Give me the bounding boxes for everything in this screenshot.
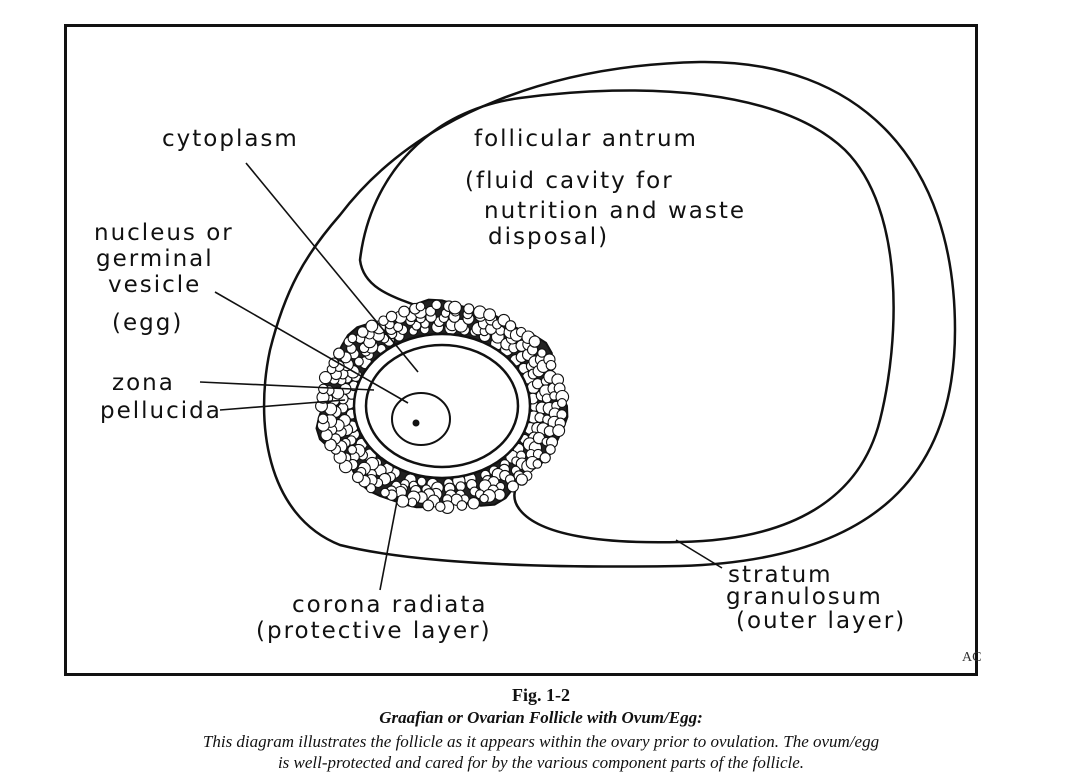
label-antrum-2: (fluid cavity for (465, 168, 674, 194)
corona-cell (422, 499, 435, 512)
corona-cell (393, 321, 404, 333)
figure-title: Graafian or Ovarian Follicle with Ovum/E… (379, 708, 703, 727)
stratum-leader (675, 539, 723, 569)
zona-leader-2 (219, 399, 346, 411)
figure-frame (64, 24, 978, 676)
corona-cell (515, 473, 528, 486)
label-stratum-2: granulosum (726, 584, 883, 610)
corona-cell (552, 424, 566, 438)
label-nucleus-1: nucleus or (94, 220, 234, 246)
corona-cell (333, 347, 345, 360)
corona-cell (347, 333, 358, 344)
corona-cell (317, 413, 329, 425)
cytoplasm-leader (245, 162, 419, 373)
corona-cell (463, 303, 475, 315)
corona-cell (347, 444, 358, 455)
label-zona-1: zona (112, 370, 175, 396)
corona-cell (479, 493, 489, 504)
label-stratum-3: (outer layer) (736, 608, 906, 634)
label-corona-2: (protective layer) (256, 618, 492, 644)
corona-cell (435, 501, 446, 512)
figure-number: Fig. 1-2 (512, 685, 570, 705)
corona-cell (407, 497, 418, 508)
corona-cell (351, 471, 364, 484)
corona-cell (506, 480, 519, 493)
figure-description: This diagram illustrates the follicle as… (0, 731, 1082, 773)
label-corona-1: corona radiata (292, 592, 487, 618)
corona-cell (318, 371, 333, 385)
corona-cell (539, 452, 551, 464)
corona-cell (557, 398, 567, 408)
label-nucleus-2: germinal (96, 246, 214, 272)
corona-cell (398, 305, 411, 318)
follicle-diagram: cytoplasm follicular antrum (fluid cavit… (94, 60, 957, 644)
corona-cell (467, 497, 480, 510)
nucleolus (412, 419, 420, 427)
corona-cell (545, 444, 556, 455)
figure-description-line-1: This diagram illustrates the follicle as… (202, 732, 880, 751)
corona-cell (537, 348, 547, 358)
corona-cell (448, 300, 462, 315)
nucleus (391, 392, 451, 446)
corona-cell (365, 319, 379, 333)
corona-cell (385, 310, 398, 323)
label-zona-2: pellucida (100, 398, 222, 424)
zona-leader-1 (199, 381, 375, 391)
corona-leader (379, 495, 399, 591)
corona-cell (483, 308, 497, 322)
label-antrum-4: disposal) (488, 224, 609, 250)
follicle-outer-wall (262, 60, 957, 568)
corona-cell (504, 320, 517, 332)
corona-cell (545, 359, 557, 371)
corona-cell (380, 487, 390, 498)
label-stratum-1: stratum (728, 562, 833, 588)
corona-cell (431, 299, 442, 311)
corona-cell (318, 383, 329, 395)
artist-initials: AC (962, 650, 982, 665)
leader-lines (199, 162, 723, 591)
label-nucleus-3: vesicle (108, 272, 201, 298)
corona-cell (356, 326, 369, 338)
label-antrum-3: nutrition and waste (484, 198, 746, 224)
label-antrum-1: follicular antrum (474, 126, 698, 152)
corona-cell (528, 335, 541, 348)
corona-cell (415, 301, 426, 312)
corona-cell (353, 356, 364, 367)
corona-cell (532, 459, 543, 469)
label-nucleus-4: (egg) (112, 310, 183, 336)
corona-cell (365, 483, 377, 494)
figure-description-line-2: is well-protected and cared for by the v… (277, 753, 805, 772)
nucleus-leader (214, 291, 409, 404)
corona-cell (456, 500, 468, 511)
label-cytoplasm: cytoplasm (162, 126, 299, 152)
